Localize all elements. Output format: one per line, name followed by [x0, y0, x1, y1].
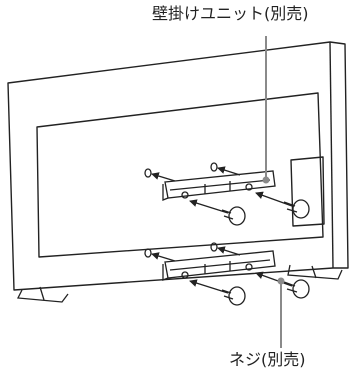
callout-dot-bottom	[277, 277, 285, 285]
wall-bracket-label: 壁掛けユニット(別売)	[152, 4, 309, 23]
callout-leaders	[265, 36, 282, 348]
tv-outline-icon	[7, 41, 349, 291]
callout-dot-top	[262, 176, 270, 184]
screw-icon	[221, 199, 310, 306]
arrow-icon	[151, 166, 293, 294]
washer-icons	[144, 162, 218, 258]
tv-stand-right	[287, 264, 343, 280]
screw-label: ネジ(別売)	[229, 350, 306, 369]
tv-stand-left	[16, 286, 69, 303]
wall-bracket-upper	[162, 170, 276, 201]
